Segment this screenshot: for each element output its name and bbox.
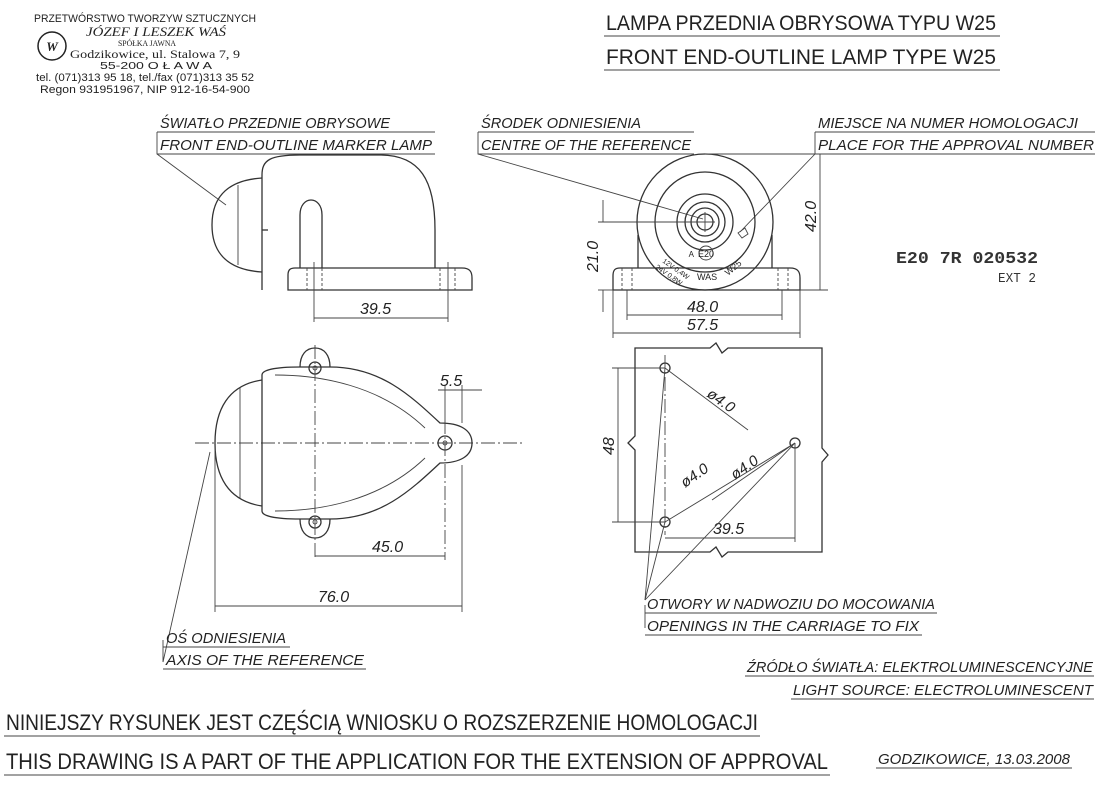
dim-hole-diameter-2: ø4.0 (678, 460, 713, 492)
dim-top-ear: 5.5 (440, 373, 462, 390)
company-header: PRZETWÓRSTWO TWORZYW SZTUCZNYCH JÓZEF I … (34, 12, 256, 96)
dim-hole-diameter-3: ø4.0 (728, 452, 763, 484)
approval-number: E20 7R 020532 (896, 250, 1038, 269)
label-axis-en: AXIS OF THE REFERENCE (165, 652, 365, 669)
company-phone: tel. (071)313 95 18, tel./fax (071)313 3… (36, 72, 254, 84)
marking-a: A (689, 250, 695, 259)
place-date: GODZIKOWICE, 13.03.2008 (878, 751, 1071, 768)
label-source-en: LIGHT SOURCE: ELECTROLUMINESCENT (793, 682, 1095, 699)
label-approval-en: PLACE FOR THE APPROVAL NUMBER (818, 137, 1094, 154)
e-mark: E20 (698, 249, 714, 259)
marking-type: W25 (723, 258, 744, 278)
front-view: E20 A 12V 0,4W 24V 0,8W WAS W25 48.0 57.… (585, 153, 828, 338)
svg-text:W: W (46, 39, 59, 54)
dim-front-width: 57.5 (687, 317, 718, 334)
label-centre-pl: ŚRODEK ODNIESIENIA (481, 114, 641, 132)
title-pl: LAMPA PRZEDNIA OBRYSOWA TYPU W25 (606, 12, 996, 35)
label-centre-en: CENTRE OF THE REFERENCE (481, 137, 692, 154)
dim-side-base: 39.5 (360, 301, 391, 318)
title-en: FRONT END-OUTLINE LAMP TYPE W25 (606, 46, 996, 69)
dim-top-length: 76.0 (318, 589, 349, 606)
label-holes-en: OPENINGS IN THE CARRIAGE TO FIX (647, 618, 920, 635)
label-source-pl: ŹRÓDŁO ŚWIATŁA: ELEKTROLUMINESCENCYJNE (746, 658, 1094, 676)
dim-hole-diameter-1: ø4.0 (704, 385, 739, 417)
footer-pl: NINIEJSZY RYSUNEK JEST CZĘŚCIĄ WNIOSKU O… (6, 710, 758, 735)
dim-pattern-height: 48 (601, 437, 618, 455)
label-approval-pl: MIEJSCE NA NUMER HOMOLOGACJI (818, 115, 1078, 132)
dim-top-hole-dist: 45.0 (372, 539, 403, 556)
footer-en: THIS DRAWING IS A PART OF THE APPLICATIO… (6, 749, 828, 774)
marking-brand: WAS (697, 272, 717, 282)
label-holes-pl: OTWORY W NADWOZIU DO MOCOWANIA (647, 596, 935, 613)
dim-front-centre-height: 21.0 (585, 241, 602, 273)
label-axis-pl: OŚ ODNIESIENIA (166, 629, 286, 647)
company-regon: Regon 931951967, NIP 912-16-54-900 (40, 84, 250, 96)
label-lamp-en: FRONT END-OUTLINE MARKER LAMP (160, 137, 432, 154)
company-address: Godzikowice, ul. Stalowa 7, 9 (70, 47, 240, 61)
dim-front-height: 42.0 (803, 201, 820, 232)
company-logo: W (37, 31, 67, 61)
company-city: 55-200 O Ł A W A (100, 61, 212, 72)
dim-front-holes: 48.0 (687, 299, 718, 316)
company-form: SPÓŁKA JAWNA (118, 38, 176, 48)
side-view: 39.5 (211, 154, 473, 322)
company-name: PRZETWÓRSTWO TWORZYW SZTUCZNYCH (34, 12, 256, 25)
approval-ext: EXT 2 (998, 271, 1036, 287)
dim-pattern-width: 39.5 (713, 521, 744, 538)
hole-pattern: 48 39.5 ø4.0 ø4.0 ø4.0 (601, 342, 829, 628)
label-lamp-pl: ŚWIATŁO PRZEDNIE OBRYSOWE (160, 114, 391, 132)
company-owners: JÓZEF I LESZEK WAŚ (86, 24, 227, 39)
top-view: 5.5 45.0 76.0 (162, 345, 525, 663)
